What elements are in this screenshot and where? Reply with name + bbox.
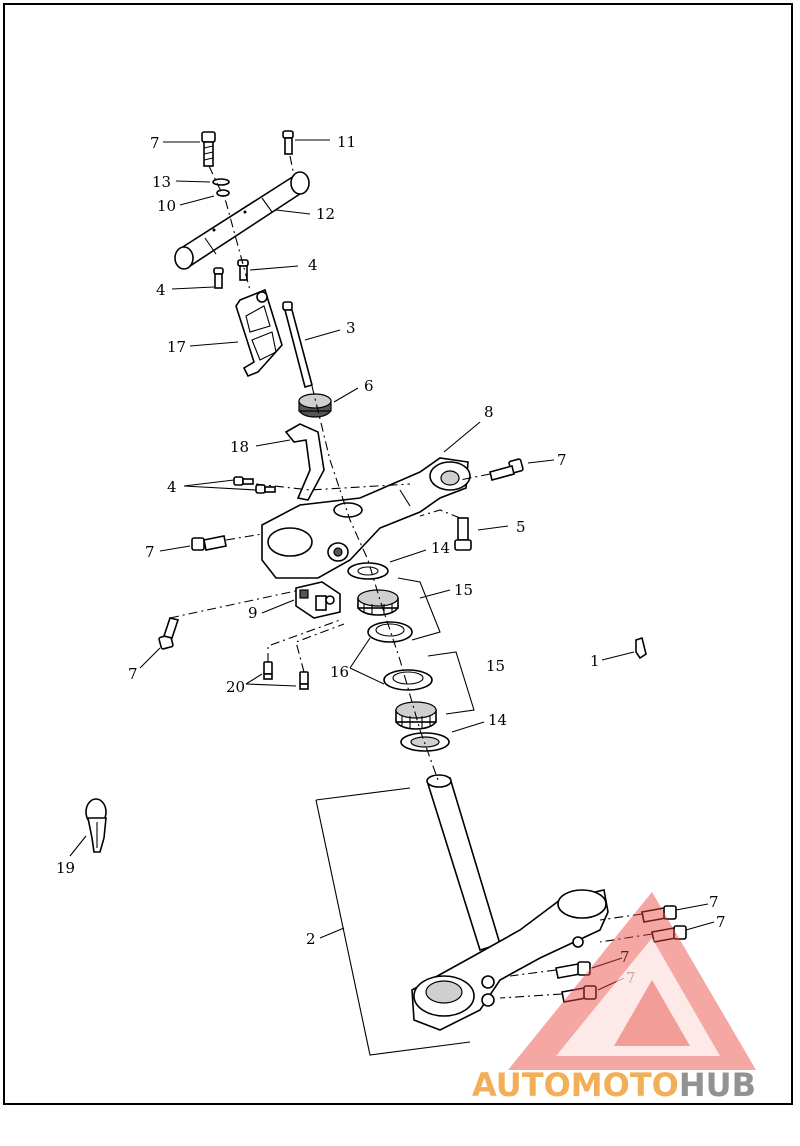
callout: 15 [486, 657, 505, 675]
callout: 4 [167, 478, 177, 496]
callout: 3 [346, 319, 356, 337]
bearing-15-upper [357, 589, 399, 616]
callout: 7 [716, 913, 726, 931]
bolt-11 [282, 130, 294, 155]
rod-3 [282, 301, 313, 388]
callout: 13 [152, 173, 171, 191]
callout: 7 [557, 451, 567, 469]
washer-13 [212, 178, 230, 186]
callout: 12 [316, 205, 335, 223]
callout: 7 [620, 948, 630, 966]
damper-bracket [235, 288, 283, 378]
assembly-centerlines [169, 155, 653, 999]
watermark-logo: AUTOMOTOHUB [472, 892, 756, 1104]
bushing-6 [298, 393, 332, 418]
screws-4-clamp [233, 476, 276, 494]
lower-triple-clamp [411, 774, 609, 1031]
callout: 14 [488, 711, 507, 729]
callout: 10 [157, 197, 176, 215]
bolt-7-clamp-right [489, 458, 524, 481]
callout: 11 [337, 133, 356, 151]
ignition-lock-9 [295, 581, 341, 619]
callout: 2 [306, 930, 316, 948]
steering-damper [174, 171, 310, 270]
callout: 7 [145, 543, 155, 561]
callout: 9 [248, 604, 258, 622]
callout: 4 [156, 281, 166, 299]
race-16-upper [367, 621, 413, 643]
callout: 17 [167, 338, 186, 356]
callout: 8 [484, 403, 494, 421]
callout: 7 [150, 134, 160, 152]
screws-20 [263, 661, 309, 690]
callout: 4 [308, 256, 318, 274]
watermark-brand: AUTOMOTOHUB [472, 1066, 756, 1104]
group-brackets [315, 577, 475, 1056]
bolt-5 [454, 517, 472, 551]
callout: 18 [230, 438, 249, 456]
callout: 15 [454, 581, 473, 599]
callout: 7 [709, 893, 719, 911]
diagram-frame [3, 3, 793, 1105]
washer-14-upper [347, 562, 389, 580]
upper-triple-clamp [261, 457, 471, 579]
bolts-7-lower [555, 905, 687, 1003]
screw-4-right [237, 259, 249, 281]
leader-lines [69, 139, 715, 991]
washer-14-lower [400, 732, 450, 752]
bolt-7-clamp-left [191, 535, 227, 551]
callout: 5 [516, 518, 526, 536]
callout: 14 [431, 539, 450, 557]
callout-labels: 7 11 13 10 12 4 4 17 3 6 18 8 7 4 5 7 14… [56, 133, 726, 987]
bracket-18 [284, 423, 325, 501]
callout: 20 [226, 678, 245, 696]
key-19 [85, 798, 107, 853]
bolt-7-lock [158, 617, 180, 650]
fastener-1 [635, 636, 647, 660]
screw-4-left [213, 267, 224, 289]
callout: 1 [590, 652, 600, 670]
callout: 19 [56, 859, 75, 877]
bolt-7-top [201, 131, 216, 167]
callout: 6 [364, 377, 374, 395]
callout: 7 [128, 665, 138, 683]
callout: 16 [330, 663, 349, 681]
race-16-lower [383, 669, 433, 691]
